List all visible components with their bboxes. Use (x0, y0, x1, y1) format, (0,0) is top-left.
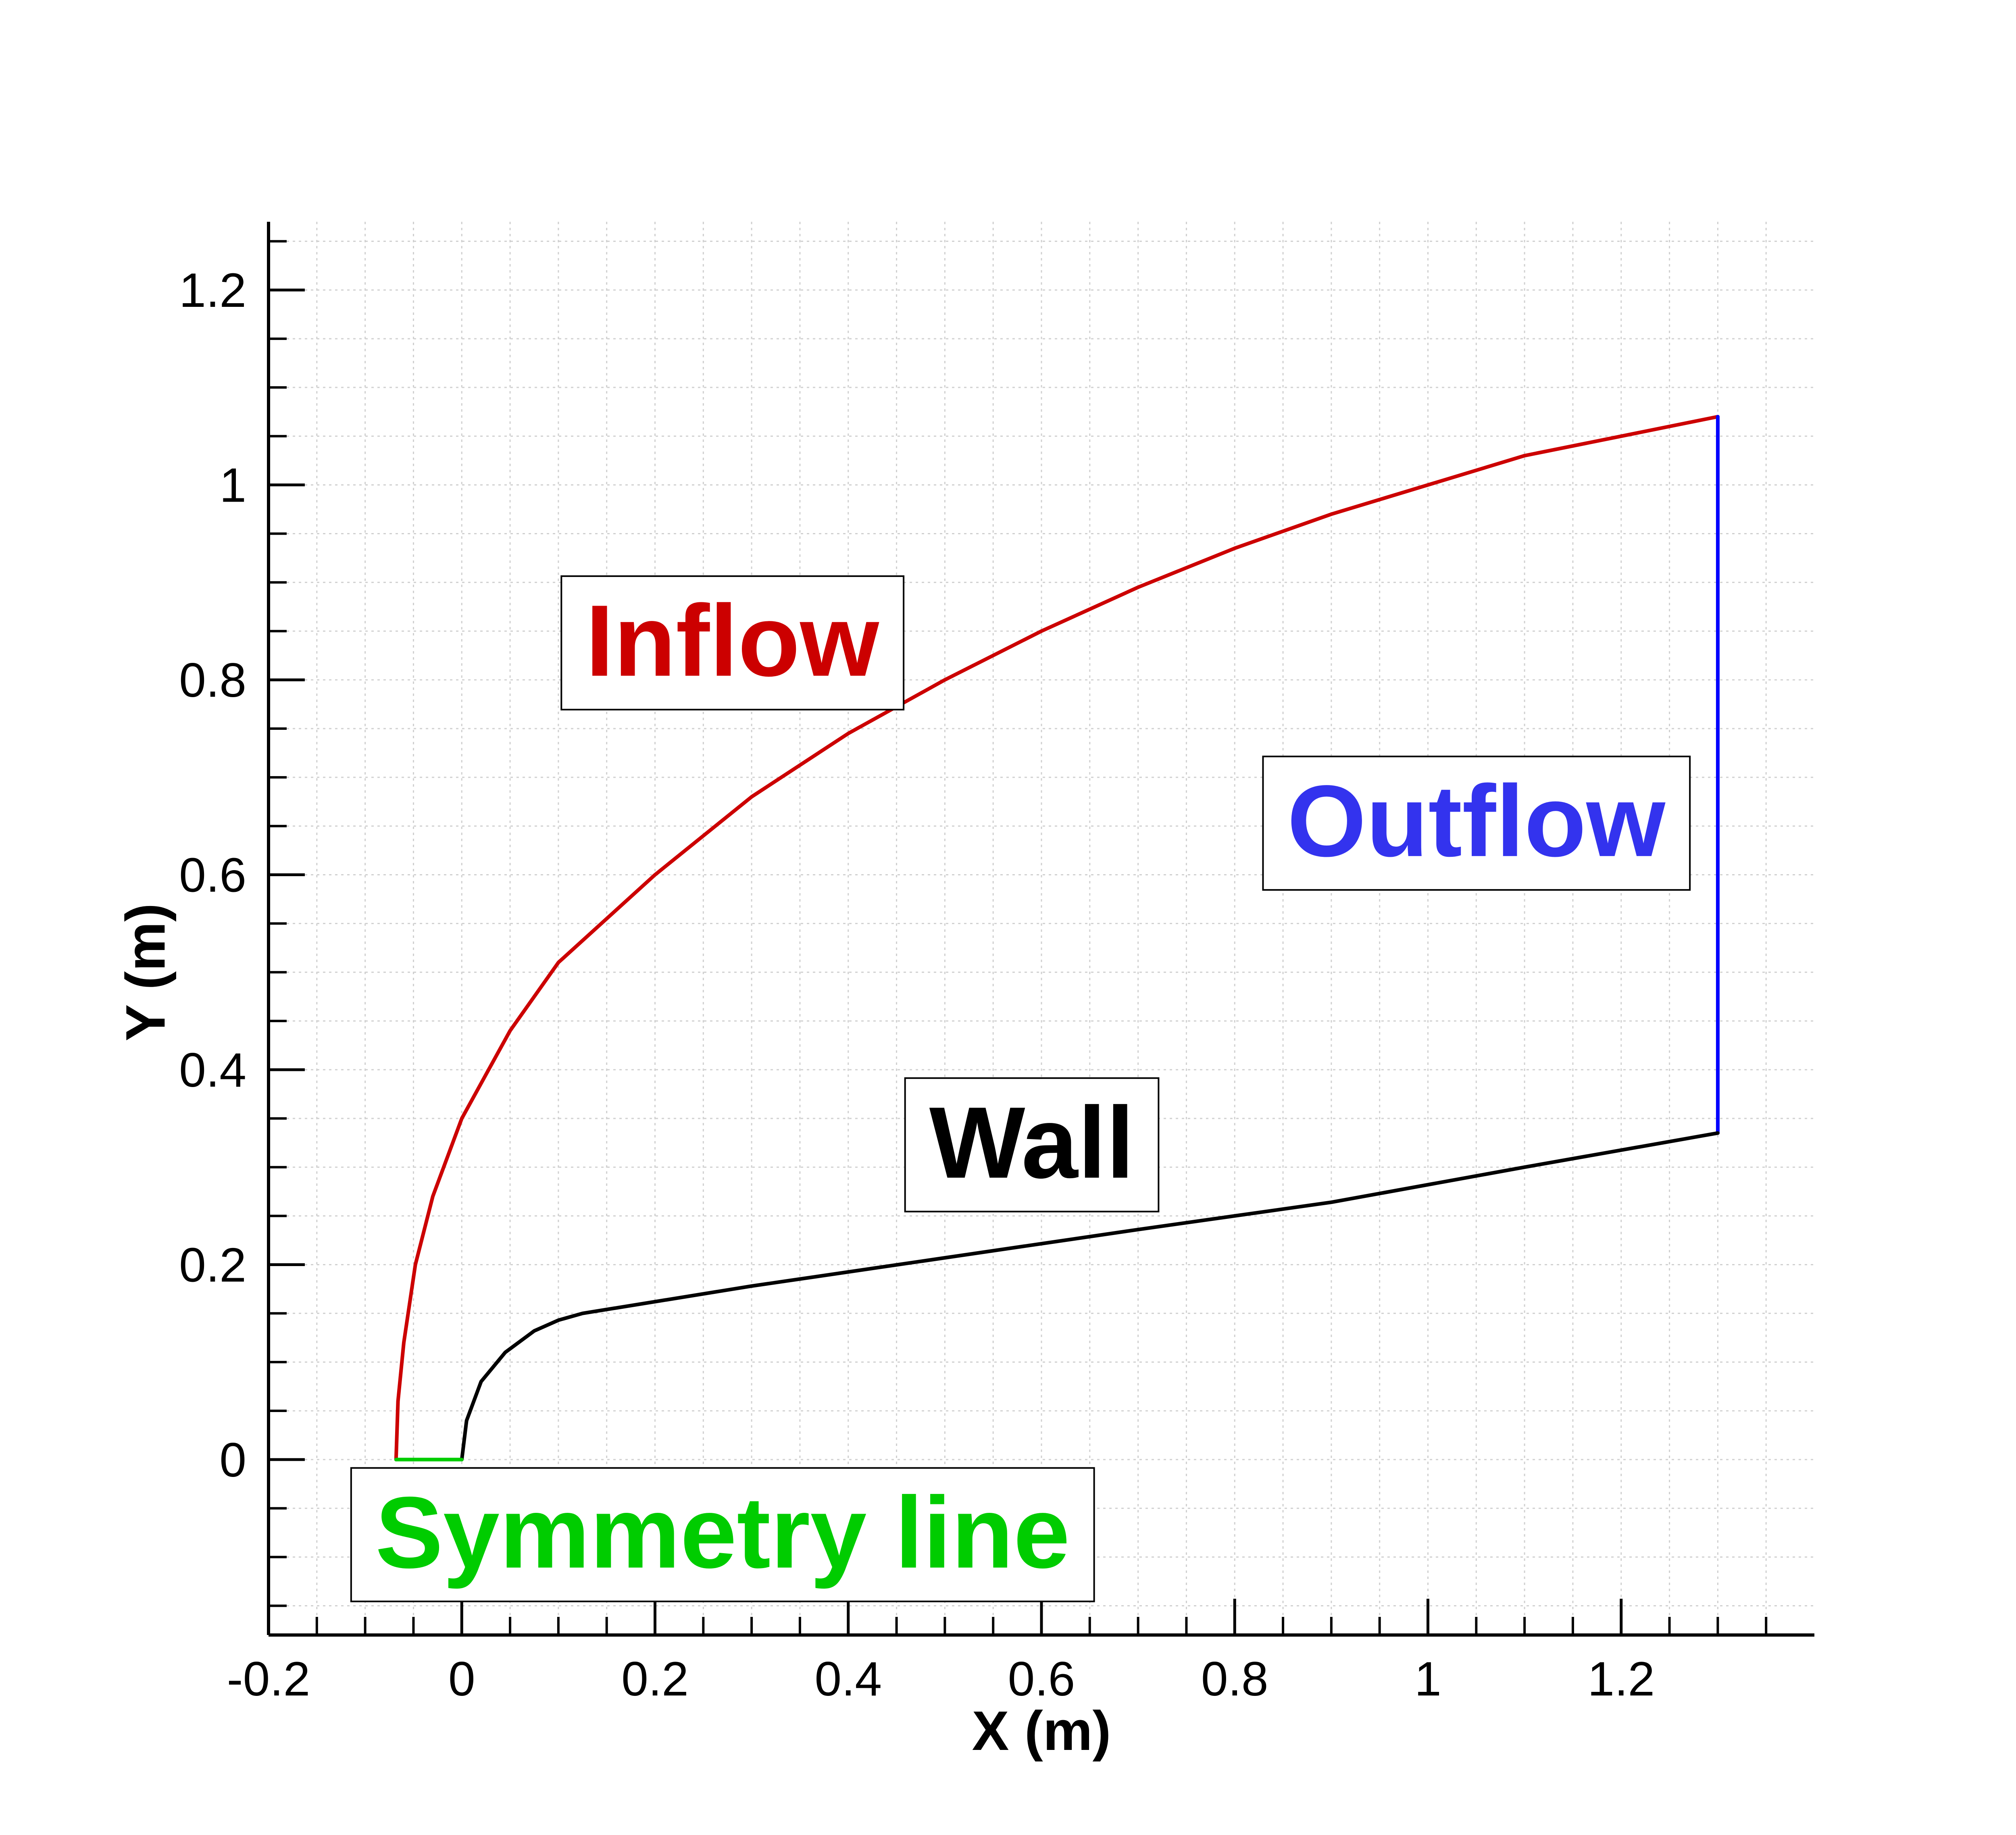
y-tick-label: 0 (219, 1433, 246, 1487)
annotation-box (350, 1467, 1095, 1602)
axes: -0.2 0 0.2 0.4 0.6 0.8 1 1.2 0 0.2 0.4 0.6 0.8 1 1.2 (179, 222, 1814, 1706)
annotation-box (560, 575, 905, 710)
x-tick-label: 0.6 (1008, 1652, 1075, 1706)
annotation-text: Outflow (1287, 764, 1666, 878)
series-line (394, 414, 1720, 1462)
y-tick-label: 0.6 (179, 848, 246, 902)
annotation-box (1262, 756, 1691, 891)
x-tick-label: 0.2 (621, 1652, 689, 1706)
y-tick-label: 1.2 (179, 263, 246, 317)
x-tick-label: 0.4 (814, 1652, 882, 1706)
y-tick-label: 0.8 (179, 653, 246, 707)
x-tick-label: 0 (448, 1652, 475, 1706)
y-axis-title: Y (m) (115, 903, 177, 1041)
series-line (460, 1131, 1720, 1462)
annotation-text: Wall (929, 1086, 1135, 1200)
x-axis-title: X (m) (972, 1700, 1111, 1762)
x-tick-label: 0.8 (1201, 1652, 1268, 1706)
x-tick-label: 1 (1414, 1652, 1441, 1706)
annotation-text: Symmetry line (375, 1476, 1070, 1589)
series-group (394, 414, 1720, 1462)
y-tick-label: 1 (219, 458, 246, 512)
y-tick-label: 0.4 (179, 1043, 246, 1097)
y-tick-label: 0.2 (179, 1238, 246, 1292)
annotation: Outflow (1262, 756, 1691, 891)
annotation-box (904, 1077, 1160, 1212)
annotation-text: Inflow (585, 584, 879, 698)
annotation: Wall (904, 1077, 1160, 1212)
x-tick-label: -0.2 (227, 1652, 310, 1706)
annotation: Inflow (560, 575, 905, 710)
annotation: Symmetry line (350, 1467, 1095, 1602)
x-tick-label: 1.2 (1587, 1652, 1655, 1706)
